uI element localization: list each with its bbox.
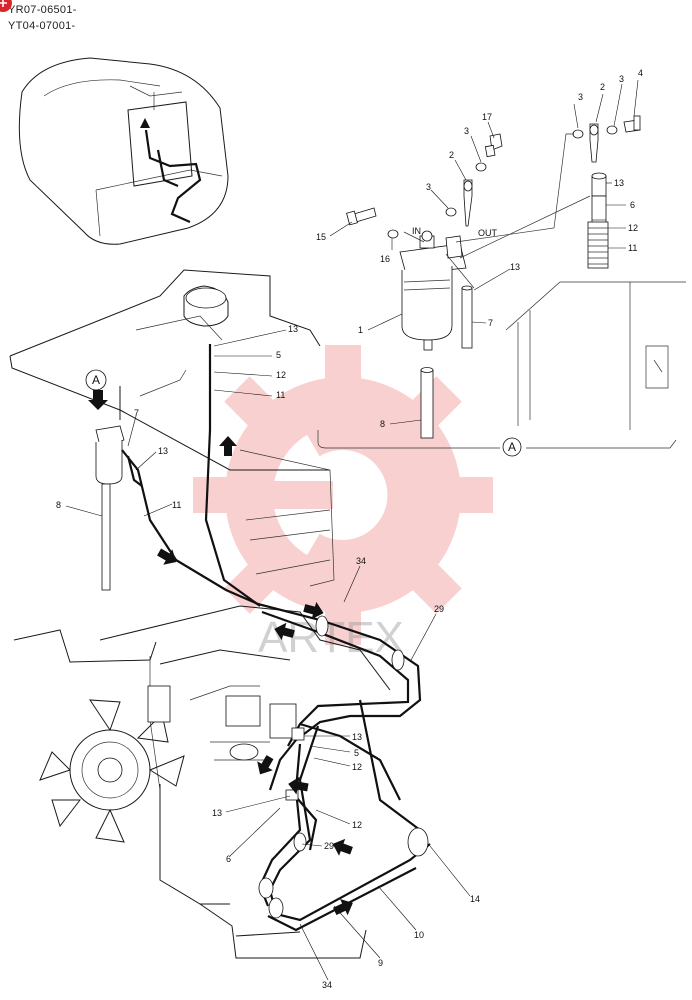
detail-marker-a-label: A	[508, 440, 516, 454]
callout-13: 13	[158, 446, 168, 456]
callout-13: 13	[212, 808, 222, 818]
flow-arrow-icon	[274, 622, 295, 641]
machine-frame	[9, 269, 335, 587]
callout-6: 6	[226, 854, 231, 864]
callout-5: 5	[354, 748, 359, 758]
leader-lines	[65, 79, 639, 981]
callout-11: 11	[276, 390, 285, 400]
detail-a-view: A	[317, 115, 686, 457]
flow-arrow-icon	[333, 898, 353, 916]
callout-11: 11	[628, 243, 637, 253]
callout-15: 15	[316, 232, 326, 242]
callout-29: 29	[324, 841, 334, 851]
flow-arrow-icon	[257, 755, 274, 775]
callout-34: 34	[322, 980, 332, 990]
callout-4: 4	[638, 68, 643, 78]
watermark-logo-icon	[193, 345, 493, 645]
fuel-hoses	[257, 602, 431, 932]
callout-3: 3	[578, 92, 583, 102]
serial-range-2: YT04-07001-	[8, 20, 76, 32]
filter-on-machine	[95, 344, 261, 607]
callout-3: 3	[464, 126, 469, 136]
callout-12: 12	[352, 820, 362, 830]
callout-5: 5	[276, 350, 281, 360]
callout-7: 7	[488, 318, 493, 328]
callout-17: 17	[482, 112, 492, 122]
detail-marker-a-circle	[85, 369, 107, 391]
callout-14: 14	[470, 894, 480, 904]
callout-2: 2	[449, 150, 454, 160]
callout-12: 12	[352, 762, 362, 772]
flow-arrow-icon	[303, 601, 324, 620]
machine-overview-sketch	[18, 57, 229, 245]
detail-marker-a-main: A	[92, 373, 100, 387]
callout-2: 2	[600, 82, 605, 92]
callout-3: 3	[426, 182, 431, 192]
callout-12: 12	[628, 223, 638, 233]
callout-8: 8	[56, 500, 61, 510]
callout-34: 34	[356, 556, 366, 566]
flow-arrow-icon	[288, 776, 309, 795]
callout-29: 29	[434, 604, 444, 614]
callout-10: 10	[414, 930, 424, 940]
callout-3: 3	[619, 74, 624, 84]
flow-arrows	[88, 390, 353, 916]
serial-range-1: YR07-06501-	[8, 4, 77, 16]
detail-marker-a-bottom	[502, 437, 522, 457]
callout-13: 13	[510, 262, 520, 272]
corner-badge-icon	[0, 0, 12, 12]
out-port-label: OUT	[478, 228, 498, 238]
callout-16: 16	[380, 254, 390, 264]
in-port-label: IN	[412, 226, 421, 236]
flow-arrow-icon	[219, 436, 237, 456]
engine-block	[13, 605, 391, 959]
callout-11: 11	[172, 500, 181, 510]
flow-arrow-icon	[88, 390, 108, 410]
callout-9: 9	[378, 958, 383, 968]
callout-1: 1	[358, 325, 363, 335]
callout-13: 13	[352, 732, 362, 742]
callout-13: 13	[614, 178, 624, 188]
callout-13: 13	[288, 324, 298, 334]
callout-7: 7	[134, 408, 139, 418]
flow-arrow-icon	[332, 838, 353, 856]
callout-12: 12	[276, 370, 286, 380]
callout-8: 8	[380, 419, 385, 429]
callout-6: 6	[630, 200, 635, 210]
callout-numbers: 17 3 2 3 15 16 3 2 3 4 13 6 12 11 13 1 7…	[56, 68, 643, 990]
flow-arrow-icon	[157, 548, 177, 565]
